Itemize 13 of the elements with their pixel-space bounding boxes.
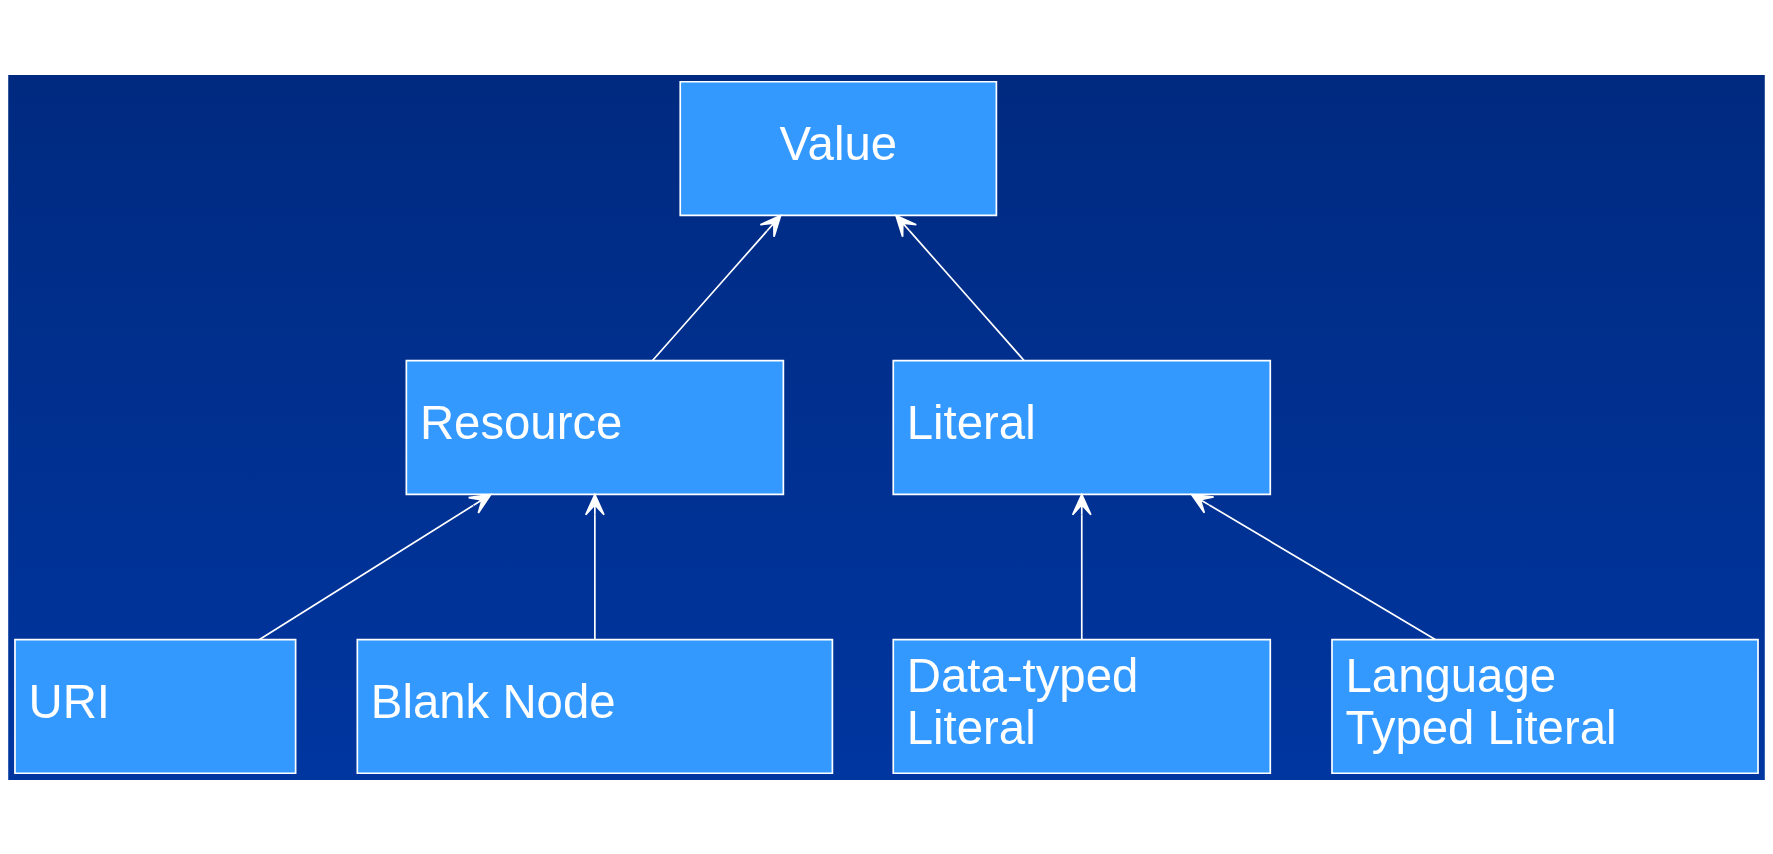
node-box: URI xyxy=(14,638,297,774)
arrow xyxy=(1071,493,1092,640)
arrow xyxy=(651,214,782,361)
node-box: Value xyxy=(679,80,998,216)
arrow xyxy=(1190,493,1437,640)
arrow xyxy=(258,493,492,640)
arrow xyxy=(895,214,1025,361)
node-box: Blank Node xyxy=(356,638,834,774)
node-box: Data-typed Literal xyxy=(892,638,1272,774)
node-box: Language Typed Literal xyxy=(1331,638,1759,774)
node-box: Resource xyxy=(405,359,785,495)
arrow xyxy=(584,493,605,640)
node-box: Literal xyxy=(892,359,1272,495)
